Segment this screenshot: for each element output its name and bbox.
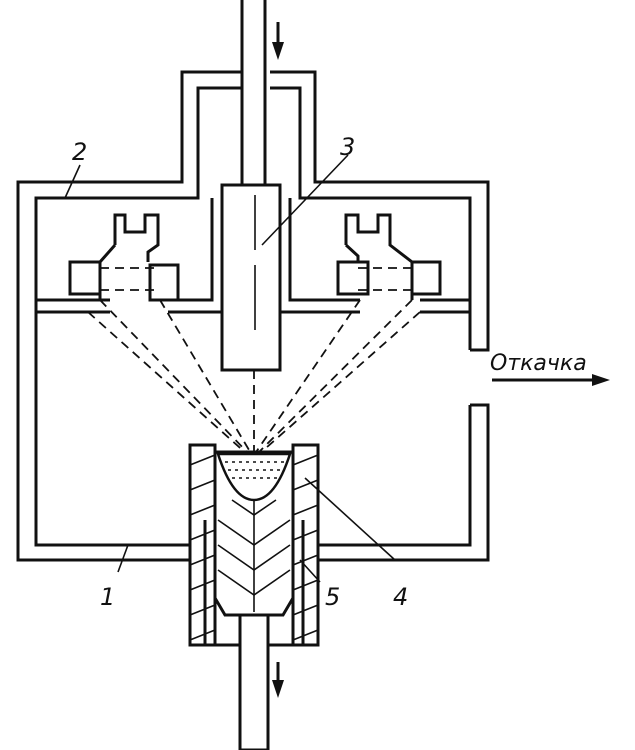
vacuum-chamber [16,70,490,562]
pumping-arrow [492,374,610,386]
label-ingot: 5 [325,583,340,611]
leader-lines [64,154,396,583]
label-gun: 2 [72,138,87,166]
label-pumping: Откачка [490,351,587,376]
label-feed-rod: 3 [340,133,355,161]
electron-gun-right [278,185,470,314]
feed-rod [220,0,284,372]
electron-beams [87,267,421,456]
electron-gun-left [36,185,224,314]
label-chamber: 1 [100,583,115,611]
ingot [213,450,295,750]
label-crucible: 4 [393,583,408,611]
